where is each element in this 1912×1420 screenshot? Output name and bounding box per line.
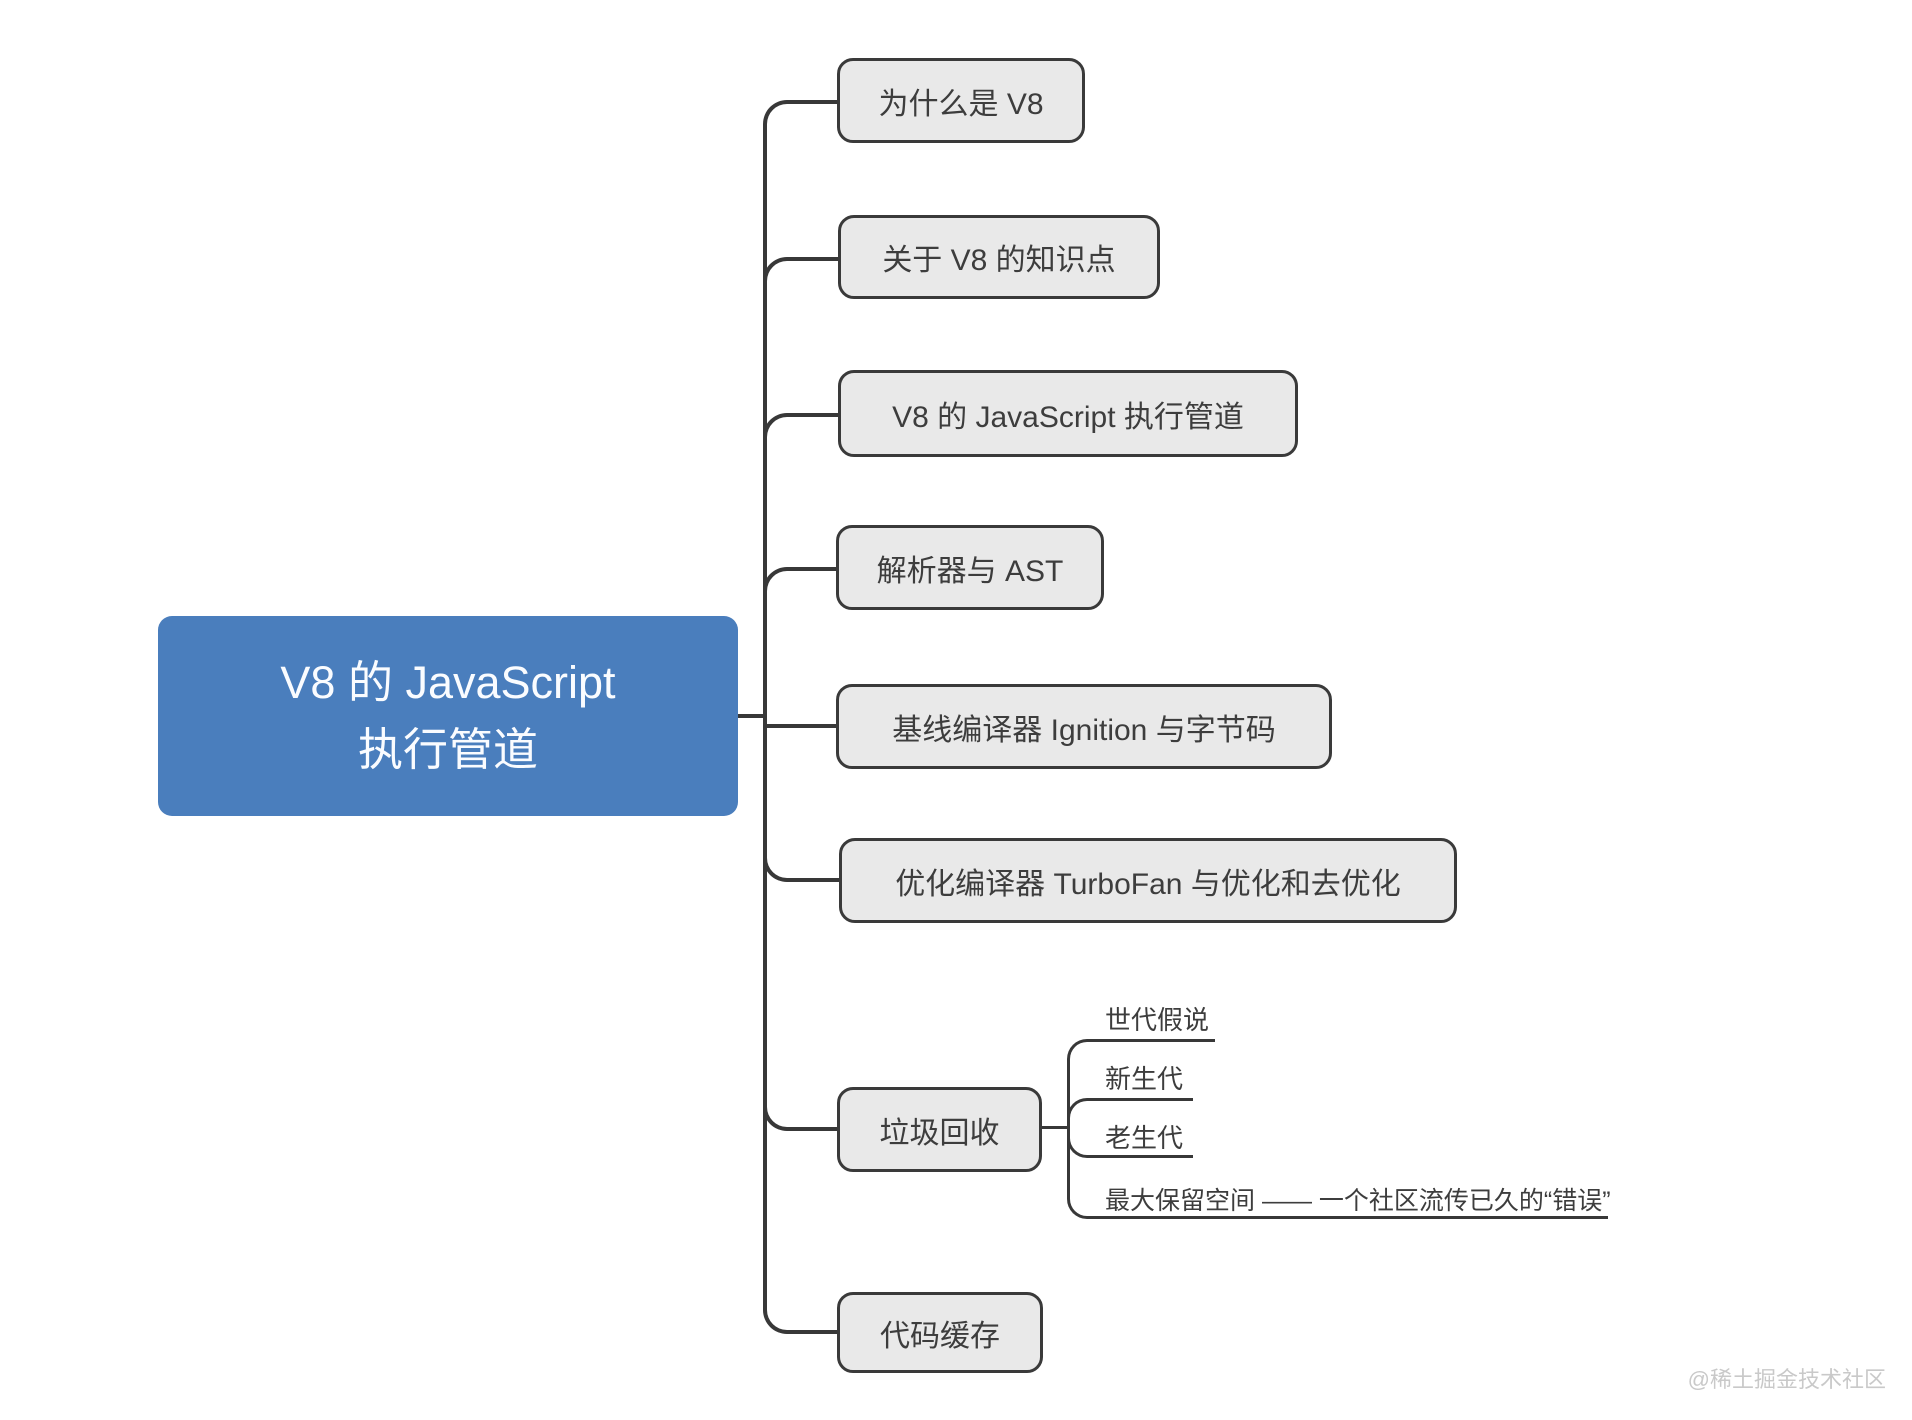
branch-label: 垃圾回收 bbox=[879, 1116, 1000, 1150]
gc-child-generational-hypothesis[interactable]: 世代假说 bbox=[1105, 1005, 1210, 1035]
gc-child-old-generation[interactable]: 老生代 bbox=[1105, 1123, 1184, 1153]
connector-gc-child-1 bbox=[1067, 1039, 1215, 1129]
connector-branch-4 bbox=[763, 567, 839, 718]
branch-label: V8 的 JavaScript 执行管道 bbox=[892, 400, 1244, 434]
branch-node-why-v8[interactable]: 为什么是 V8 bbox=[837, 58, 1085, 143]
root-node-label-line1: V8 的 JavaScript bbox=[280, 656, 616, 708]
connector-branch-5 bbox=[763, 724, 839, 728]
branch-node-turbofan-optimization[interactable]: 优化编译器 TurboFan 与优化和去优化 bbox=[839, 838, 1457, 923]
root-node-v8-js-pipeline[interactable]: V8 的 JavaScript 执行管道 bbox=[158, 616, 738, 816]
gc-child-new-generation[interactable]: 新生代 bbox=[1105, 1064, 1184, 1094]
branch-node-v8-knowledge[interactable]: 关于 V8 的知识点 bbox=[838, 215, 1160, 299]
branch-label: 解析器与 AST bbox=[876, 554, 1064, 588]
connector-gc-stub bbox=[1041, 1126, 1069, 1129]
branch-node-code-cache[interactable]: 代码缓存 bbox=[837, 1292, 1043, 1373]
branch-node-garbage-collection[interactable]: 垃圾回收 bbox=[837, 1087, 1042, 1172]
branch-label: 为什么是 V8 bbox=[878, 87, 1044, 121]
root-node-label-line2: 执行管道 bbox=[357, 724, 538, 775]
branch-label: 优化编译器 TurboFan 与优化和去优化 bbox=[895, 867, 1401, 901]
connector-branch-3 bbox=[763, 413, 839, 718]
branch-label: 关于 V8 的知识点 bbox=[882, 244, 1116, 277]
branch-node-ignition-bytecode[interactable]: 基线编译器 Ignition 与字节码 bbox=[836, 684, 1332, 769]
watermark-juejin: @稀土掘金技术社区 bbox=[1687, 1367, 1886, 1392]
connector-gc-child-2 bbox=[1067, 1098, 1193, 1129]
gc-child-max-reserved-space[interactable]: 最大保留空间 —— 一个社区流传已久的“错误” bbox=[1105, 1187, 1611, 1215]
connector-root-trunk bbox=[736, 714, 766, 718]
connector-gc-child-4 bbox=[1067, 1126, 1608, 1219]
branch-node-js-pipeline[interactable]: V8 的 JavaScript 执行管道 bbox=[838, 370, 1298, 457]
branch-label: 基线编译器 Ignition 与字节码 bbox=[892, 713, 1276, 747]
connector-branch-8 bbox=[763, 716, 839, 1334]
branch-label: 代码缓存 bbox=[880, 1319, 1000, 1353]
branch-node-parser-ast[interactable]: 解析器与 AST bbox=[836, 525, 1104, 610]
